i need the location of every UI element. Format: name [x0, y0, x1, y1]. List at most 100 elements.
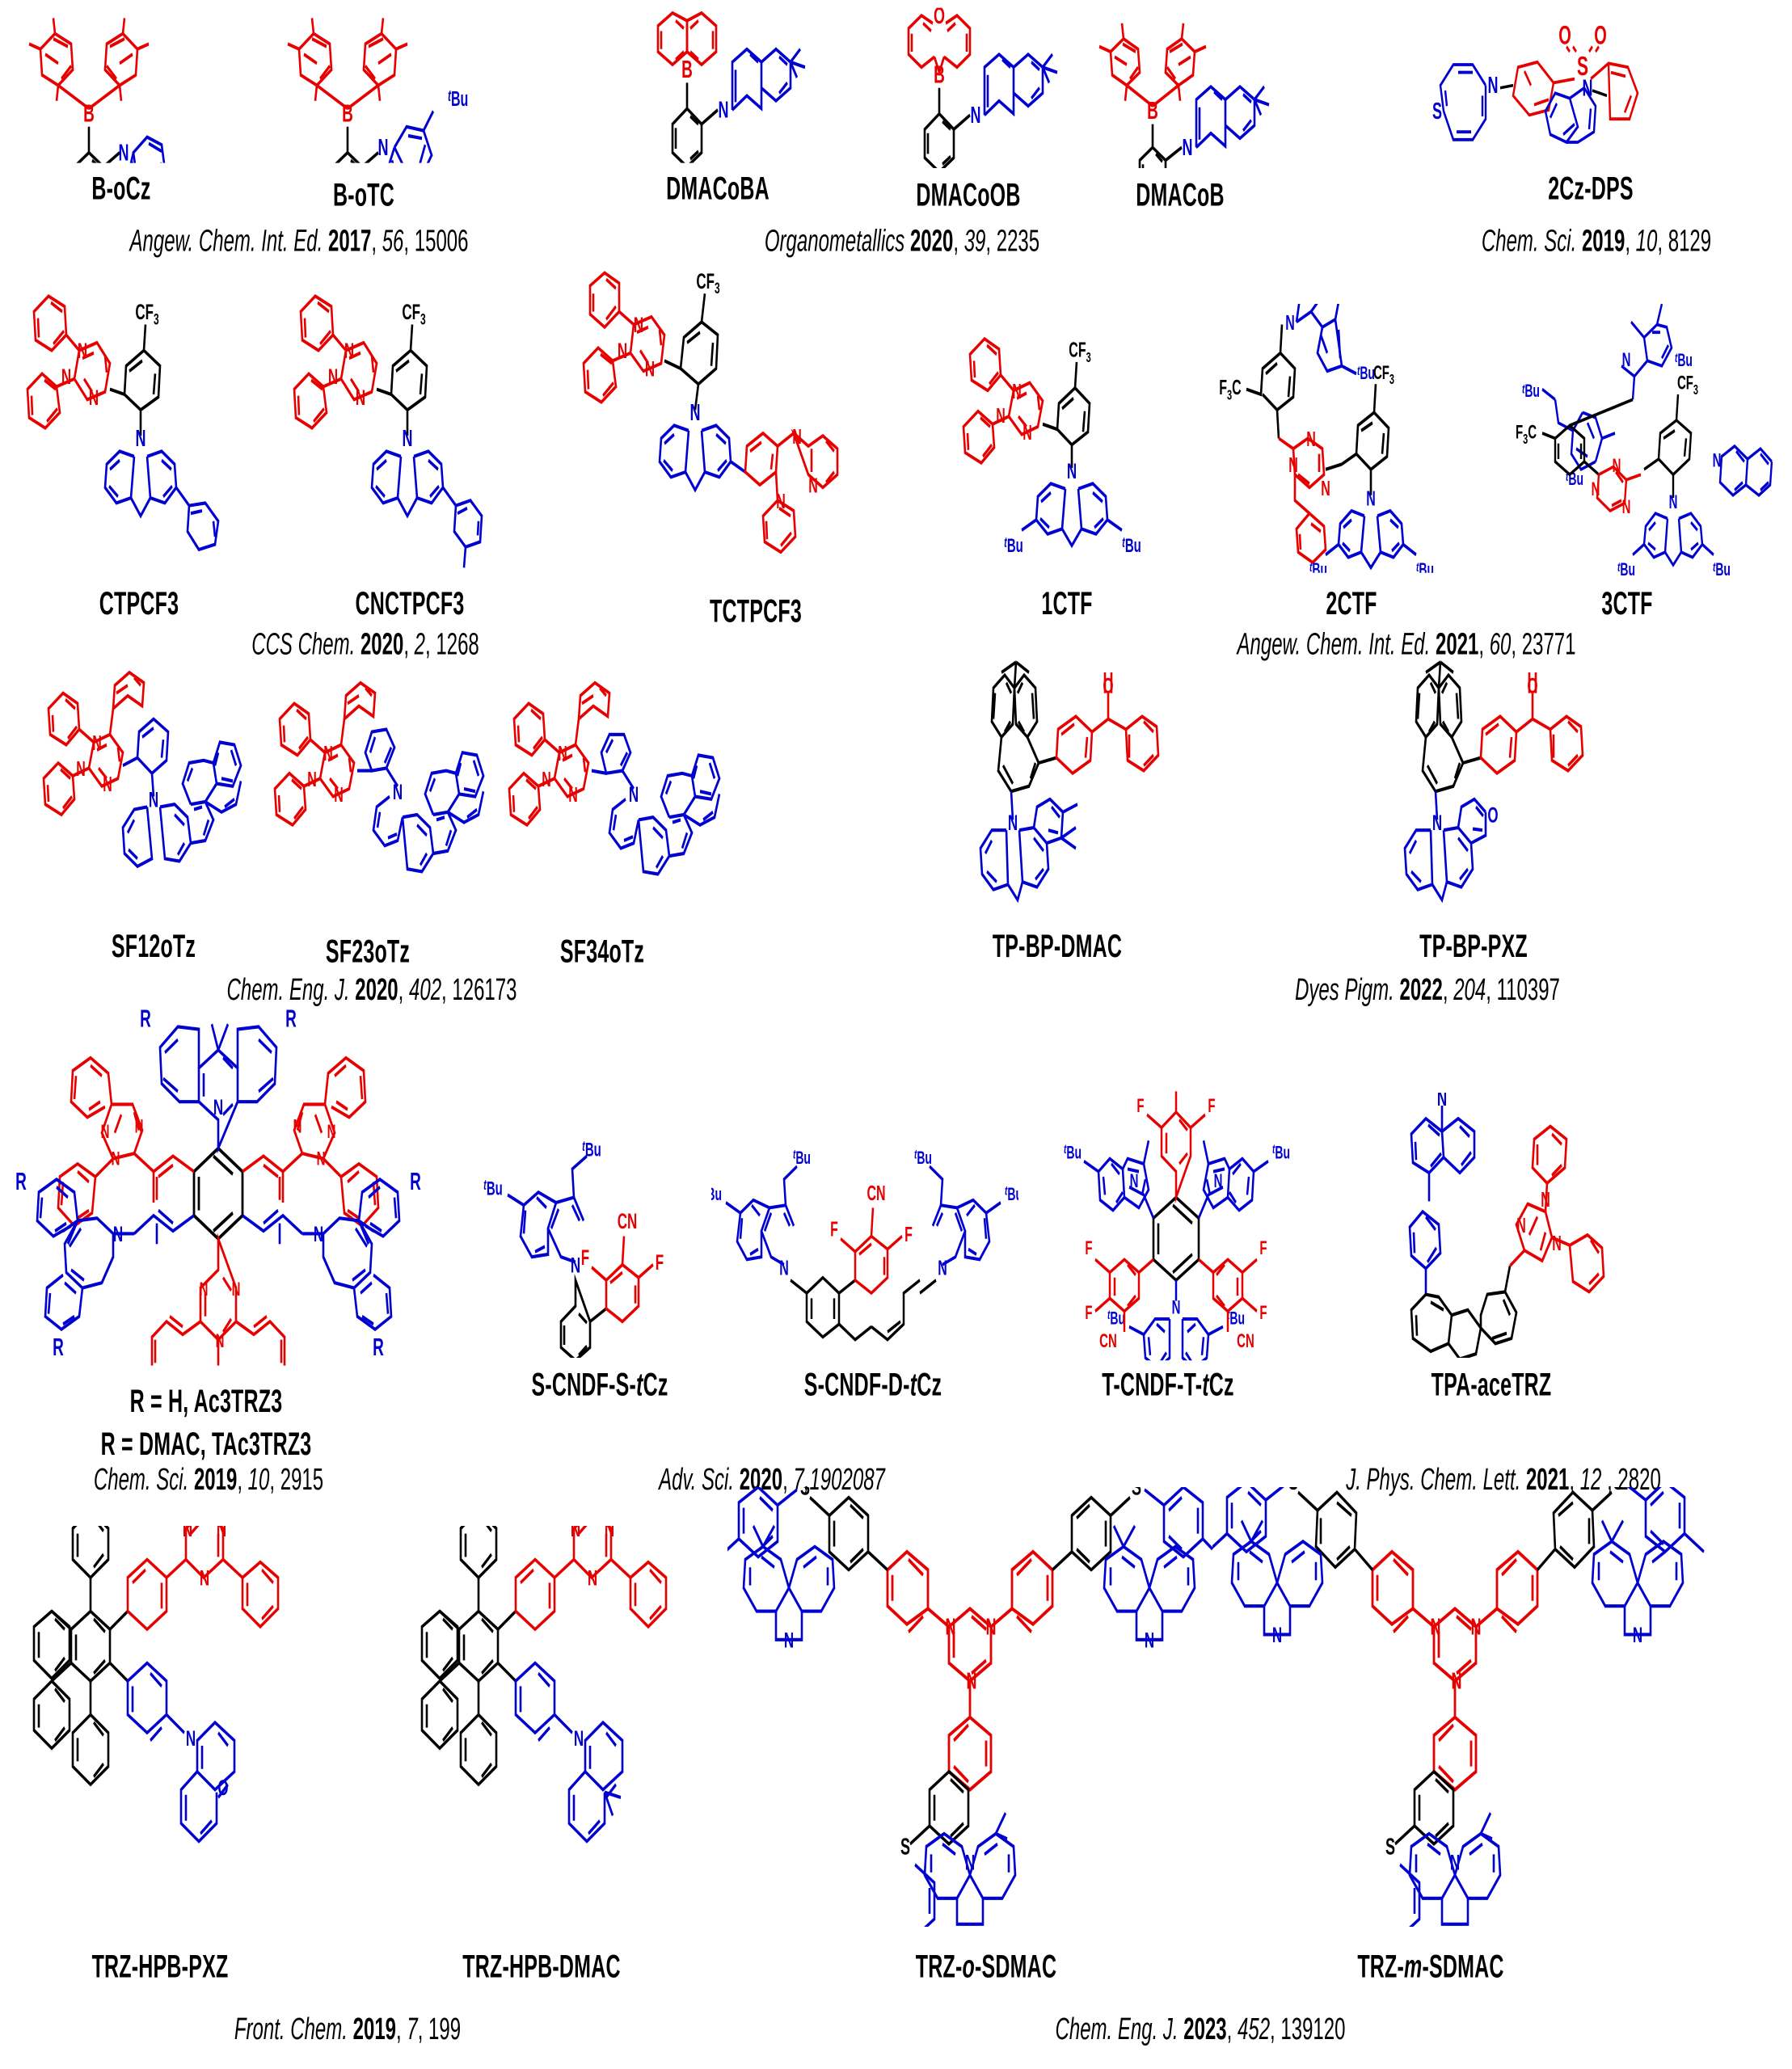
atom-label-cyano: CN	[1237, 1331, 1254, 1352]
citation-volume: 452	[1237, 2012, 1271, 2047]
atom-label-nitrogen: N	[334, 783, 344, 807]
citation-journal: Angew. Chem. Int. Ed.	[1237, 627, 1431, 663]
citation-volume: 7	[407, 2012, 418, 2047]
atom-label-nitrogen: N	[328, 364, 338, 389]
citation-year: 2020	[355, 972, 398, 1008]
atom-label-nitrogen: N	[784, 1627, 794, 1652]
atom-label-nitrogen: N	[217, 1526, 226, 1541]
citation-volume: 39	[963, 223, 986, 259]
atom-label-nitrogen: N	[690, 400, 701, 426]
atom-label-trifluoromethyl: CF3	[1069, 339, 1090, 366]
citation-journal: Chem. Sci.	[93, 1462, 189, 1498]
citation-year: 2020	[739, 1462, 783, 1498]
atom-label-nitrogen: N	[232, 1279, 241, 1300]
citation-volume: 402	[408, 972, 442, 1008]
atom-label-nitrogen: N	[571, 1252, 580, 1277]
atom-label-sulfur: S	[1132, 1487, 1141, 1501]
citation-page: 2235	[996, 223, 1040, 259]
citation-row2-b: Angew. Chem. Int. Ed. 2021, 60, 23771	[1237, 627, 1576, 663]
atom-label-substituent-r: R	[140, 1005, 151, 1033]
atom-label-fluoro: F	[1259, 1303, 1267, 1324]
compound-name-tctpcf3: TCTPCF3	[710, 593, 802, 630]
atom-label-nitrogen: N	[1145, 1627, 1154, 1652]
atom-label-fluoro: F	[830, 1218, 838, 1241]
atom-label-nitrogen: N	[1622, 497, 1631, 518]
compound-name-sf23otz: SF23oTz	[325, 933, 411, 970]
r-label-line2: R = DMAC, TAc3TRZ3	[100, 1426, 312, 1462]
citation-year: 2021	[1525, 1462, 1570, 1498]
compound-name-trz-m-sdmac: TRZ-m-SDMAC	[1357, 1949, 1503, 1986]
structure-trz-o-sdmac: N N N S S S	[727, 1487, 1212, 1927]
citation-row4-c: J. Phys. Chem. Lett. 2021, 12 , 2820	[1346, 1462, 1661, 1498]
structure-tctpcf3: N N N CF3 N N N N	[566, 252, 889, 569]
compound-name-2cz-dps: 2Cz-DPS	[1548, 171, 1634, 207]
atom-label-nitrogen: N	[1130, 1170, 1139, 1191]
structure-t-cndf-t-tcz: N N tBu tBu N tBu tBu F F CN F F CN F F …	[1014, 1086, 1338, 1361]
compound-name-dmacoob: DMACoOB	[916, 177, 1021, 213]
atom-label-tertbutyl: tBu	[448, 87, 468, 111]
atom-label-nitrogen: N	[1008, 810, 1018, 835]
atom-label-nitrogen: N	[634, 312, 643, 337]
atom-label-tertbutyl: tBu	[914, 1147, 932, 1168]
atom-label-nitrogen: N	[1613, 456, 1621, 477]
citation-row4-a: Chem. Sci. 2019, 10, 2915	[93, 1462, 324, 1498]
atom-label-nitrogen: N	[78, 338, 87, 363]
compound-name-ctpcf3: CTPCF3	[99, 585, 179, 622]
structure-b-ocz: B N	[16, 8, 259, 163]
atom-label-nitrogen: N	[76, 757, 86, 781]
compound-name-2ctf: 2CTF	[1326, 585, 1377, 622]
atom-label-fluoro: F	[1208, 1096, 1215, 1117]
atom-label-nitrogen: N	[792, 425, 802, 449]
atom-label-nitrogen: N	[938, 1257, 947, 1280]
compound-name-b-otc: B-oTC	[333, 177, 394, 213]
citation-journal: Organometallics	[764, 223, 905, 259]
citation-row3-a: Chem. Eng. J. 2020, 402, 126173	[226, 972, 517, 1008]
citation-year: 2020	[360, 627, 404, 663]
structure-trz-hpb-pxz: N N N N O	[8, 1526, 331, 1927]
atom-label-boron: B	[934, 61, 945, 89]
compound-name-trz-hpb-dmac: TRZ-HPB-DMAC	[462, 1949, 621, 1985]
structure-trz-hpb-dmac: N N N N	[396, 1526, 719, 1927]
atom-label-trifluoromethyl-left: F3C	[1219, 376, 1241, 403]
structure-tp-bp-dmac: O N	[942, 659, 1249, 918]
citation-page: 2915	[280, 1462, 324, 1498]
compound-name-text: S-CNDF-S-tCz	[531, 1367, 668, 1403]
atom-label-nitrogen: N	[356, 385, 365, 410]
atom-label-nitrogen: N	[776, 490, 786, 513]
atom-label-nitrogen: N	[61, 364, 71, 389]
atom-label-nitrogen: N	[542, 768, 551, 791]
compound-name-ac3trz3-group: R = H, Ac3TRZ3 R = DMAC, TAc3TRZ3	[101, 1381, 312, 1465]
atom-label-nitrogen: N	[293, 1116, 302, 1137]
atom-label-tertbutyl: tBu	[1004, 535, 1023, 557]
atom-label-nitrogen: N	[323, 742, 333, 765]
structure-2cz-dps: O O S N S N	[1398, 5, 1792, 165]
atom-label-substituent-r: R	[373, 1334, 384, 1361]
atom-label-fluoro: F	[1136, 1096, 1144, 1117]
compound-name-cnctpcf3: CNCTPCF3	[355, 585, 465, 622]
citation-year: 2019	[352, 2012, 397, 2047]
citation-volume: 7,1902087	[793, 1462, 885, 1498]
structure-3ctf: N tBu tBu tBu tBu F3C N N N CF3 N tBu tB…	[1503, 304, 1786, 578]
atom-label-nitrogen: N	[101, 1122, 110, 1143]
atom-label-trifluoromethyl: CF3	[1677, 373, 1698, 398]
citation-row1-b: Organometallics 2020, 39, 2235	[764, 223, 1040, 259]
atom-label-fluoro: F	[581, 1245, 589, 1270]
atom-label-substituent-r: R	[410, 1169, 421, 1196]
atom-label-tertbutyl: tBu	[1064, 1142, 1082, 1163]
citation-page: 110397	[1496, 972, 1560, 1008]
atom-label-tertbutyl: tBu	[1107, 1308, 1125, 1329]
atom-label-nitrogen: N	[986, 1614, 997, 1640]
atom-label-boron: B	[1147, 98, 1158, 125]
citation-row3-b: Dyes Pigm. 2022, 204, 110397	[1295, 972, 1560, 1008]
atom-label-tertbutyl: tBu	[793, 1147, 811, 1168]
citation-year: 2020	[909, 223, 954, 259]
atom-label-nitrogen: N	[808, 474, 818, 498]
atom-label-boron: B	[681, 57, 693, 84]
atom-label-cyano: CN	[457, 568, 478, 569]
atom-label-cyano: CN	[866, 1182, 885, 1205]
atom-label-fluoro: F	[656, 1249, 664, 1275]
citation-page: 1268	[436, 627, 479, 663]
atom-label-sulfur: S	[900, 1834, 910, 1860]
atom-label-nitrogen: N	[183, 1526, 192, 1541]
structure-cnctpcf3: N N N CF3 N CN	[283, 278, 542, 569]
